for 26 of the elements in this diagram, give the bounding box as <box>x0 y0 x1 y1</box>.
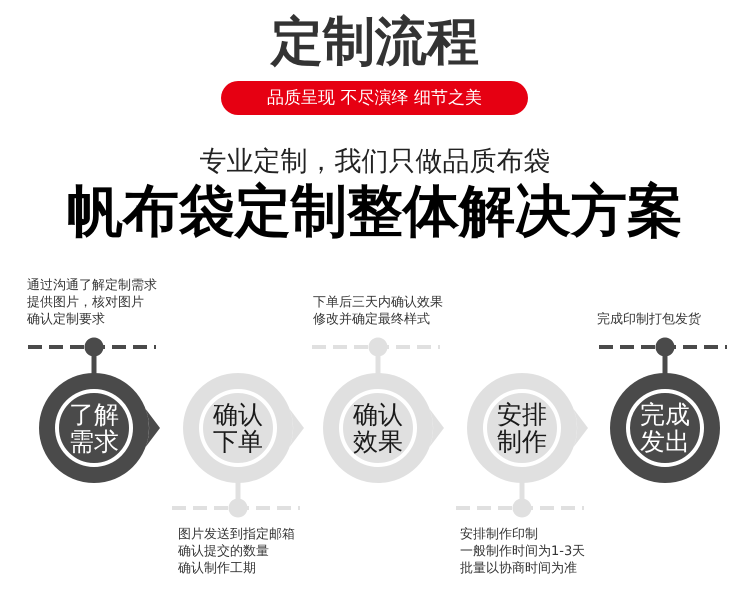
tagline-pill <box>221 81 528 115</box>
description-text: 批量以协商时间为准 <box>460 560 578 577</box>
description-text: 下单后三天内确认效果 <box>313 294 443 311</box>
description-text: 确认定制要求 <box>27 311 106 328</box>
headline: 帆布袋定制整体解决方案 <box>67 180 683 244</box>
step-label: 完成发出 <box>639 400 691 456</box>
pointer-arrow <box>146 409 160 447</box>
step-label: 确认效果 <box>352 400 404 456</box>
tagline-text: 品质呈现 不尽演绎 细节之美 <box>267 90 482 106</box>
step-label: 了解需求 <box>68 400 120 456</box>
step-label: 确认下单 <box>212 400 264 456</box>
description-text: 修改并确定最终样式 <box>313 311 431 328</box>
pointer-arrow <box>430 409 444 447</box>
pointer-arrow <box>290 409 304 447</box>
step-label: 安排制作 <box>496 400 548 456</box>
description-text: 通过沟通了解定制需求 <box>27 277 157 294</box>
title: 定制流程 <box>271 12 479 72</box>
description-text: 图片发送到指定邮箱 <box>178 526 295 543</box>
pointer-arrow <box>574 409 588 447</box>
description-text: 一般制作时间为1-3天 <box>460 543 586 560</box>
description-text: 提供图片，核对图片 <box>27 294 145 311</box>
subtitle: 专业定制，我们只做品质布袋 <box>200 145 550 179</box>
description-text: 安排制作印制 <box>460 526 539 543</box>
description-text: 确认制作工期 <box>178 560 257 577</box>
description-text: 完成印制打包发货 <box>597 311 701 328</box>
description-text: 确认提交的数量 <box>178 543 270 560</box>
